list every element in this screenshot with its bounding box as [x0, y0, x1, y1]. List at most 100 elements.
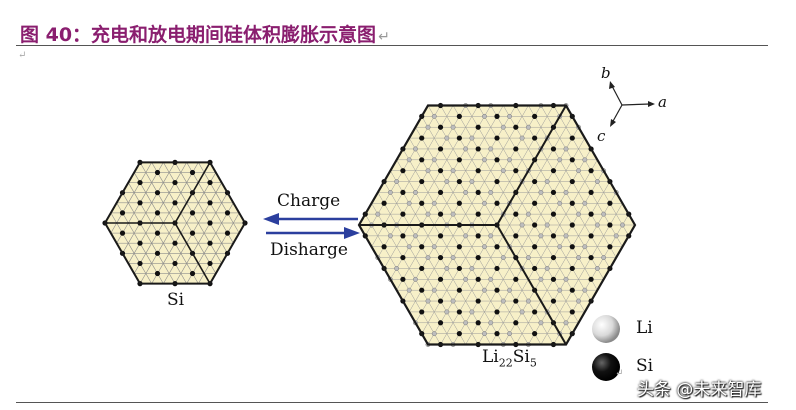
- lattice-bond: [597, 235, 604, 247]
- li-atom: [444, 135, 450, 141]
- si-atom: [224, 230, 231, 236]
- si-atom: [550, 189, 557, 196]
- si-atom: [513, 298, 519, 304]
- si-atom: [569, 309, 575, 315]
- paragraph-mark-2: ↵: [615, 368, 624, 379]
- si-atom: [607, 244, 613, 250]
- li-atom: [594, 222, 600, 228]
- li-atom: [394, 265, 400, 271]
- si-atom: [437, 320, 444, 326]
- si-atom: [400, 168, 406, 174]
- si-atom: [494, 157, 500, 163]
- figure-title: 图 40：充电和放电期间硅体积膨胀示意图↵: [20, 20, 390, 47]
- li-atom: [563, 320, 569, 326]
- paragraph-mark: ↵: [18, 50, 27, 61]
- si-atom: [532, 265, 538, 272]
- si-atom: [456, 200, 462, 206]
- si-atom: [419, 135, 425, 141]
- lattice-bond: [180, 182, 187, 193]
- lattice-bond: [163, 162, 170, 173]
- lattice-bond: [163, 253, 170, 264]
- si-atom: [588, 189, 594, 196]
- si-atom: [154, 270, 161, 277]
- si-crystal-hexagon: [102, 159, 248, 287]
- li-atom: [538, 320, 544, 326]
- si-atom: [437, 298, 444, 304]
- si-atom: [419, 244, 425, 250]
- si-atom: [494, 331, 500, 337]
- li-atom: [431, 287, 437, 293]
- si-atom: [419, 157, 425, 163]
- lattice-bond: [145, 162, 152, 173]
- lattice-bond: [215, 232, 222, 244]
- li-atom: [500, 168, 506, 174]
- si-atom: [550, 168, 557, 174]
- lattice-bond: [128, 212, 135, 224]
- li-atom: [481, 157, 487, 163]
- si-atom: [588, 276, 594, 282]
- si-atom: [154, 169, 161, 176]
- si-atom: [475, 254, 481, 261]
- lattice-bond: [145, 212, 152, 224]
- si-atom: [532, 135, 538, 141]
- lattice-bond: [597, 192, 604, 204]
- li-atom: [481, 244, 487, 250]
- li-atom: [406, 200, 412, 206]
- li-atom: [444, 309, 450, 315]
- si-atom: [400, 233, 406, 239]
- lattice-bond: [215, 212, 222, 224]
- discharge-label: Disharge: [270, 240, 348, 260]
- lattice-bond: [145, 253, 152, 264]
- li-atom: [601, 255, 607, 261]
- lattice-bond: [163, 263, 170, 274]
- si-atom: [475, 320, 481, 326]
- li-atom: [557, 200, 563, 206]
- si-atom: [475, 146, 481, 152]
- axes-indicator: [609, 81, 655, 127]
- lattice-bond: [145, 192, 152, 203]
- li-atom: [463, 189, 469, 195]
- li-atom: [519, 222, 525, 228]
- li-atom: [412, 233, 418, 239]
- si-atom: [119, 210, 126, 216]
- si-atom: [588, 254, 594, 261]
- lattice-bond: [128, 243, 135, 254]
- si-atom: [569, 200, 575, 206]
- si-atom: [154, 250, 161, 256]
- lattice-bond: [145, 263, 152, 274]
- li-atom: [507, 157, 513, 163]
- lattice-bond: [540, 203, 548, 215]
- lattice-bond: [484, 214, 491, 226]
- lattice-bond: [163, 192, 170, 203]
- lattice-bond: [145, 243, 152, 254]
- li-atom: [406, 287, 412, 293]
- lattice-bond: [559, 170, 567, 182]
- si-atom: [475, 233, 481, 239]
- si-atom: [172, 200, 178, 206]
- si-atom: [513, 211, 519, 217]
- li-atom: [450, 255, 456, 261]
- lattice-bond: [521, 192, 529, 204]
- li-atom: [431, 244, 437, 250]
- si-atom: [494, 287, 500, 293]
- lattice-bond: [215, 253, 222, 264]
- li-atom: [481, 113, 487, 119]
- lattice-bond: [465, 116, 473, 128]
- li-atom: [450, 124, 456, 130]
- li-atom: [563, 189, 569, 195]
- li-atom: [538, 233, 544, 239]
- si-atom: [437, 189, 444, 196]
- lattice-bond: [578, 137, 586, 150]
- si-atom: [475, 189, 481, 196]
- lattice-bond: [215, 222, 222, 234]
- lattice-bond: [180, 162, 187, 173]
- li-atom: [444, 265, 450, 271]
- lattice-bond: [128, 232, 135, 244]
- lattice-bond: [163, 172, 170, 183]
- si-atom: [550, 233, 557, 239]
- li-atom: [507, 287, 513, 293]
- si-atom: [569, 157, 575, 163]
- si-atom: [569, 244, 575, 250]
- lattice-bond: [390, 246, 397, 258]
